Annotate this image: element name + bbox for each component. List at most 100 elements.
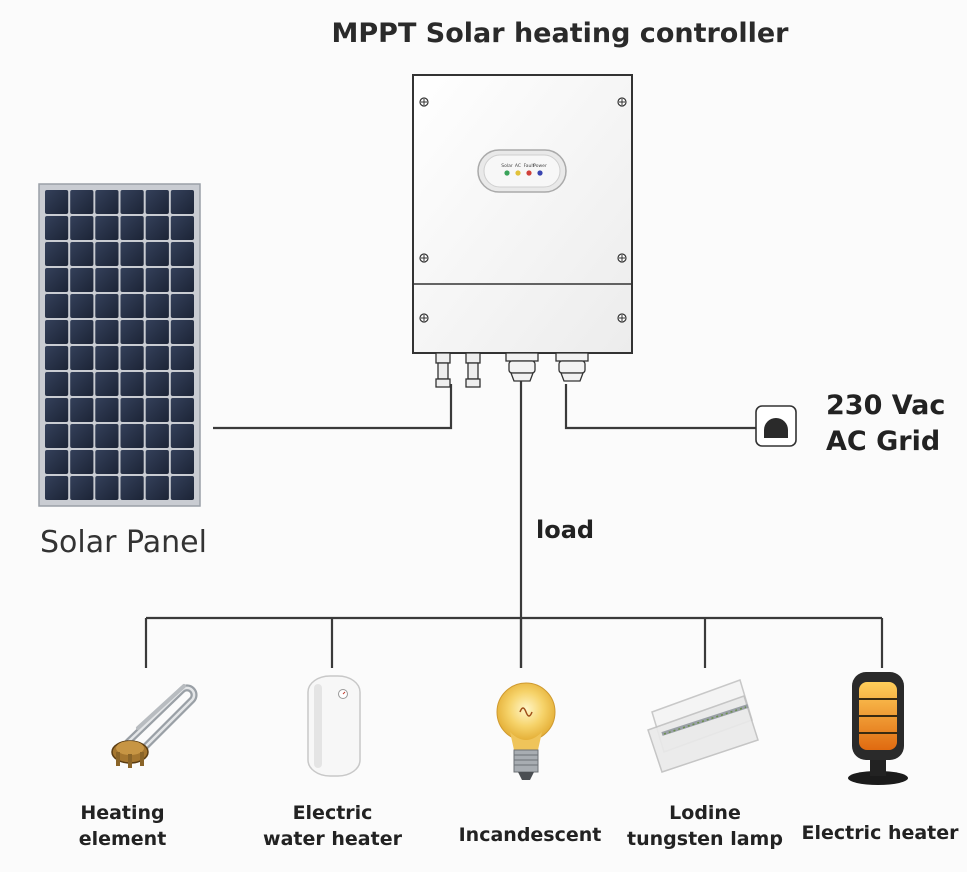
solar-cell (45, 372, 69, 396)
solar-cell (170, 190, 194, 214)
solar-cell (145, 424, 169, 448)
mppt-controller: Solar AC Fault Power (412, 74, 633, 388)
led-label-solar: Solar (501, 163, 513, 169)
device-label-electric-heater: Electric heater (800, 820, 960, 846)
solar-cell (120, 216, 144, 240)
solar-cell (95, 190, 119, 214)
solar-cell (145, 372, 169, 396)
load-label: load (536, 516, 595, 544)
solar-cell (145, 268, 169, 292)
solar-cell (120, 424, 144, 448)
solar-cell (170, 216, 194, 240)
solar-cell (70, 476, 94, 500)
solar-cell (145, 450, 169, 474)
solar-cell (70, 268, 94, 292)
solar-cell (170, 424, 194, 448)
solar-cell (120, 398, 144, 422)
solar-cell (170, 476, 194, 500)
solar-cell (145, 216, 169, 240)
solar-cell (95, 372, 119, 396)
diagram-title: MPPT Solar heating controller (331, 18, 789, 49)
grid-voltage-label: 230 Vac (826, 390, 946, 421)
solar-cell (45, 216, 69, 240)
solar-panel (38, 183, 201, 507)
screw-cross-icon (421, 99, 625, 321)
solar-cell (70, 398, 94, 422)
solar-cell (145, 242, 169, 266)
solar-cell (45, 346, 69, 370)
solar-cell (95, 424, 119, 448)
device-label-line: Heating (80, 802, 165, 824)
water-heater-icon (307, 675, 361, 777)
solar-cell (70, 294, 94, 318)
solar-cell (95, 450, 119, 474)
device-label-line: Incandescent (458, 824, 602, 846)
solar-cell (95, 346, 119, 370)
led-fault (526, 170, 532, 176)
solar-cell (120, 476, 144, 500)
solar-cell (45, 424, 69, 448)
solar-cell (120, 320, 144, 344)
solar-cell (145, 398, 169, 422)
electric-heater-icon (848, 672, 908, 785)
solar-cell (70, 424, 94, 448)
solar-cell (145, 294, 169, 318)
solar-cell (45, 190, 69, 214)
solar-cell (170, 372, 194, 396)
solar-cell (120, 346, 144, 370)
device-label-heating-element: Heating element (60, 800, 185, 852)
solar-cell (170, 450, 194, 474)
solar-cell (70, 216, 94, 240)
solar-cell (70, 346, 94, 370)
led-power (537, 170, 543, 176)
led-ac (515, 170, 521, 176)
solar-wire (213, 384, 453, 430)
solar-cell (120, 190, 144, 214)
grid-wire (564, 384, 756, 430)
solar-cell (120, 242, 144, 266)
solar-cell (95, 294, 119, 318)
solar-cell (45, 398, 69, 422)
wires (144, 380, 884, 668)
solar-cell (95, 398, 119, 422)
solar-cell (45, 476, 69, 500)
solar-cell (170, 268, 194, 292)
device-label-line: water heater (263, 828, 402, 850)
grid-socket-icon (755, 405, 797, 447)
device-label-line: element (78, 828, 167, 850)
device-label-incandescent: Incandescent (455, 822, 605, 848)
solar-cell (170, 346, 194, 370)
solar-cell (95, 476, 119, 500)
solar-cell (45, 242, 69, 266)
solar-cell (170, 320, 194, 344)
solar-panel-label: Solar Panel (40, 525, 207, 560)
led-label-power: Power (533, 163, 547, 169)
solar-cell (70, 320, 94, 344)
grid-name-label: AC Grid (826, 426, 941, 457)
solar-cell (70, 450, 94, 474)
solar-cell (45, 294, 69, 318)
device-label-line: Electric heater (801, 822, 959, 844)
led-label-ac: AC (515, 163, 521, 169)
solar-cell (145, 476, 169, 500)
solar-cell (170, 398, 194, 422)
solar-cell (145, 320, 169, 344)
device-label-line: Electric (292, 802, 373, 824)
solar-cell (45, 450, 69, 474)
solar-cell (70, 242, 94, 266)
solar-cell (145, 190, 169, 214)
device-label-water-heater: Electric water heater (255, 800, 410, 852)
solar-cell (120, 294, 144, 318)
solar-cell (145, 346, 169, 370)
solar-cell (95, 268, 119, 292)
solar-cell (70, 372, 94, 396)
device-label-line: tungsten lamp (627, 828, 783, 850)
solar-cell (120, 268, 144, 292)
solar-cell (95, 242, 119, 266)
led-solar (504, 170, 510, 176)
solar-cell (170, 242, 194, 266)
led-label-fault: Fault (524, 163, 535, 169)
solar-cell (45, 268, 69, 292)
tungsten-lamp-icon (647, 679, 759, 773)
